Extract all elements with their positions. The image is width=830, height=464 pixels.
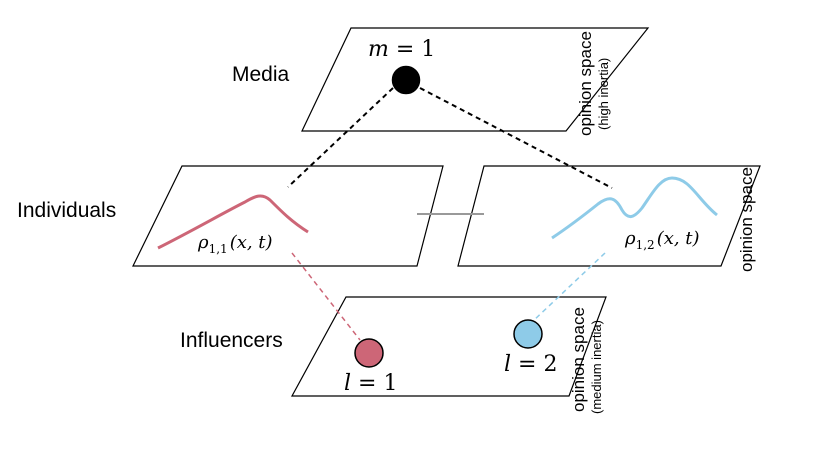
density-curve-group-1 bbox=[157, 194, 309, 250]
influencers-label: Influencers bbox=[180, 329, 283, 352]
media-node-label: m = 1 bbox=[368, 37, 435, 62]
svg-text:opinion space: opinion space bbox=[576, 31, 595, 136]
svg-text:(high inertia): (high inertia) bbox=[596, 58, 611, 130]
influencers-axis-label: opinion space (medium inertia) bbox=[569, 307, 604, 414]
density-curve-group-2 bbox=[551, 176, 718, 240]
media-plane bbox=[301, 27, 650, 132]
svg-text:(medium inertia): (medium inertia) bbox=[589, 320, 604, 414]
media-node bbox=[391, 65, 421, 95]
media-axis-label: opinion space (high inertia) bbox=[576, 31, 611, 136]
svg-text:opinion space: opinion space bbox=[569, 307, 588, 412]
influencer-2-link bbox=[531, 252, 606, 323]
media-link-left bbox=[287, 87, 394, 188]
influencer-1-label: l = 1 bbox=[344, 371, 397, 396]
media-label: Media bbox=[232, 63, 290, 86]
density-label-group-2: ρ1,2(x, t) bbox=[624, 228, 700, 252]
individuals-plane-right bbox=[457, 165, 761, 267]
svg-text:opinion space: opinion space bbox=[737, 167, 756, 272]
influencer-2-label: l = 2 bbox=[504, 352, 557, 377]
influencers-plane bbox=[290, 296, 607, 397]
density-label-group-1: ρ1,1(x, t) bbox=[197, 232, 273, 256]
individuals-label: Individuals bbox=[17, 199, 116, 222]
individuals-axis-label: opinion space bbox=[737, 167, 756, 272]
influencer-1-link bbox=[291, 252, 361, 341]
media-link-right bbox=[419, 87, 613, 189]
influencer-node-1 bbox=[354, 338, 384, 368]
influencer-node-2 bbox=[513, 319, 543, 349]
